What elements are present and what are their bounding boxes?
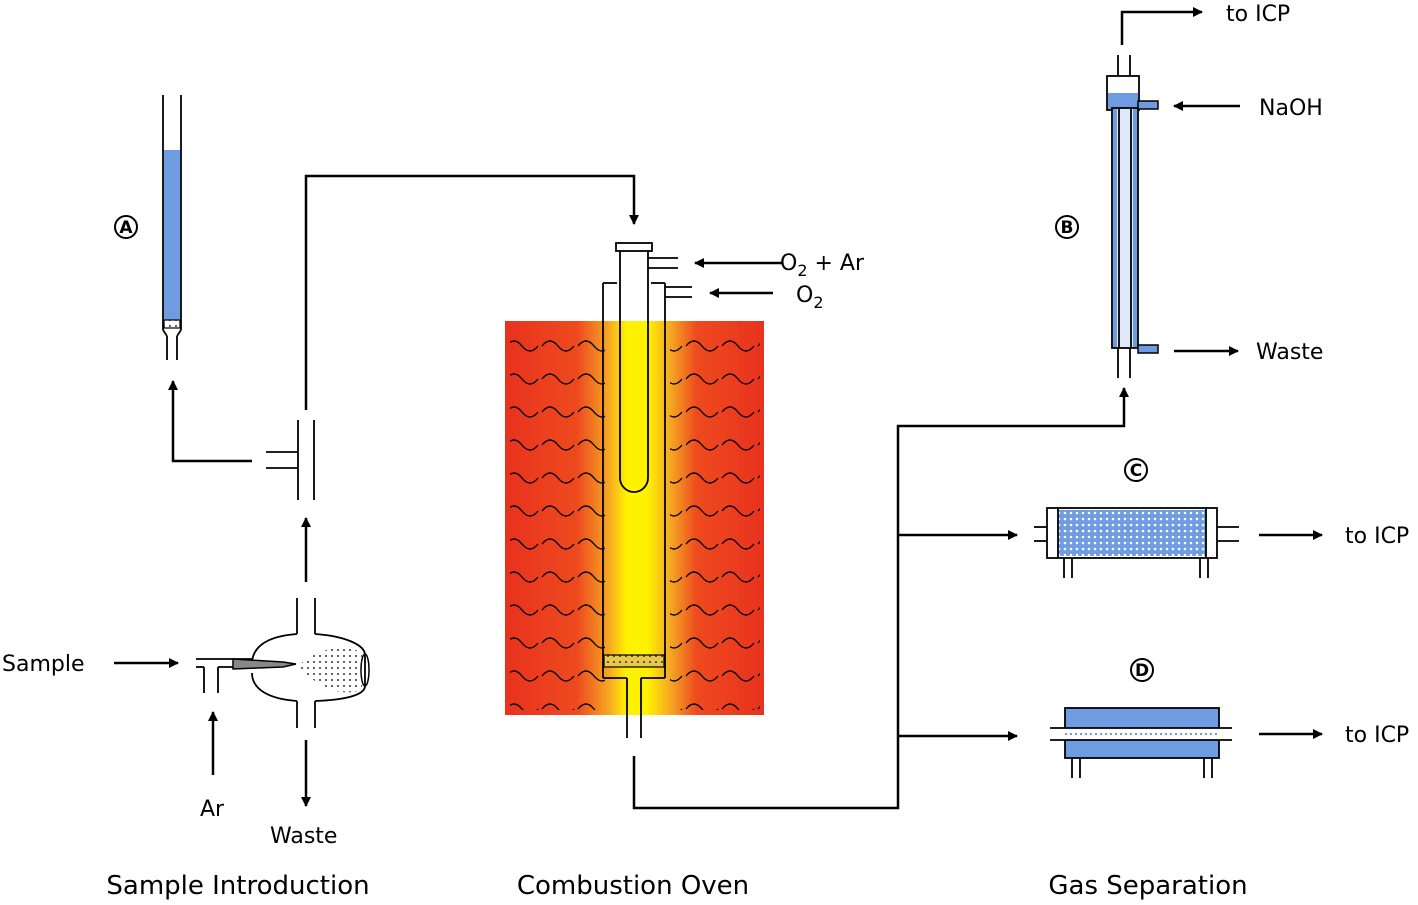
to-icp-b-label: to ICP (1226, 2, 1290, 27)
column-a-liquid (164, 150, 180, 320)
o2-ar-label: O2 + Ar (780, 251, 865, 280)
marker-c-label: C (1130, 461, 1142, 481)
naoh-label: NaOH (1259, 96, 1323, 121)
o2-label: O2 (796, 283, 824, 312)
separator-c-membrane (1058, 510, 1206, 556)
to-icp-c-label: to ICP (1345, 524, 1409, 549)
section-title-gas-separation: Gas Separation (1048, 871, 1247, 901)
oven-heating-right (670, 326, 760, 710)
gas-separation-section: to ICP NaOH Waste B C to ICP (1034, 2, 1409, 778)
t-junction (266, 420, 315, 500)
marker-d-label: D (1135, 661, 1149, 681)
to-icp-b-arrow (1120, 7, 1203, 45)
tube-cap (615, 242, 653, 252)
flow-line-to-oven (304, 174, 639, 410)
marker-b: B (1055, 215, 1079, 239)
column-a-frit (163, 319, 181, 329)
sample-label: Sample (2, 652, 85, 677)
to-icp-d-label: to ICP (1345, 723, 1409, 748)
section-title-sample-introduction: Sample Introduction (106, 871, 369, 901)
flow-line-to-column-a (168, 380, 252, 463)
spray-cloud (300, 648, 362, 693)
waste-label: Waste (270, 824, 337, 849)
nebulizer-needle (232, 658, 297, 670)
separator-d: D (1050, 658, 1232, 778)
oven-heating-left (510, 326, 605, 710)
column-a (162, 95, 182, 360)
nebulizer-spray-chamber (196, 598, 370, 728)
flow-line-to-gas-separation (632, 387, 1129, 810)
ar-label: Ar (200, 797, 225, 822)
combustion-tube (602, 242, 692, 738)
marker-a-label: A (119, 218, 133, 238)
separator-c: C (1034, 458, 1239, 578)
sample-introduction-section: A (2, 95, 639, 849)
section-title-combustion-oven: Combustion Oven (517, 871, 749, 901)
column-b (1106, 7, 1203, 378)
marker-b-label: B (1061, 218, 1074, 238)
waste-b-label: Waste (1256, 340, 1323, 365)
combustion-oven-section: O2 + Ar O2 (505, 242, 1129, 810)
marker-a: A (114, 215, 138, 239)
